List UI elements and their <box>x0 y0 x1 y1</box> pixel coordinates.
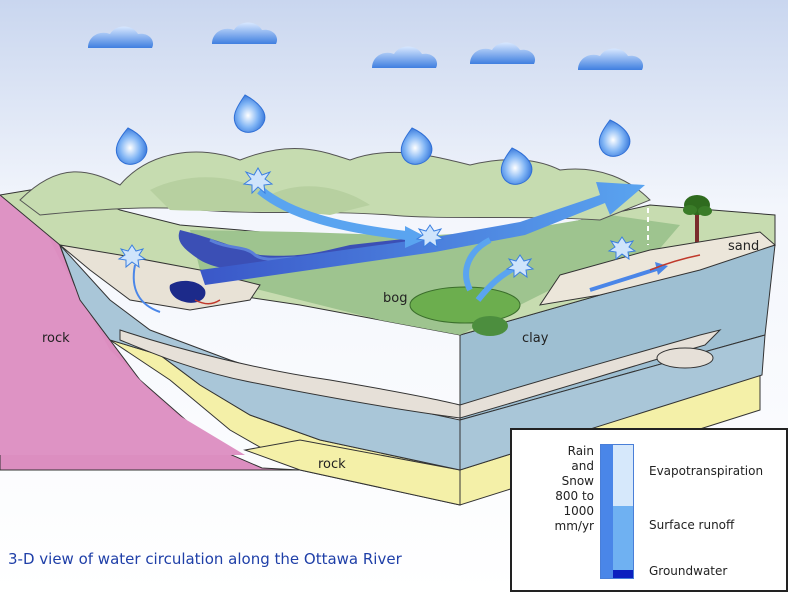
bar-evapotranspiration <box>613 445 633 507</box>
label-rock-left: rock <box>42 331 70 346</box>
valley-floor <box>190 215 680 335</box>
water-budget-bar <box>600 444 634 579</box>
tree-icon <box>683 195 712 242</box>
sand-pocket <box>656 347 714 369</box>
river-channel <box>178 230 430 272</box>
runoff-arrow-2 <box>463 237 492 292</box>
legend-input-label: Rain and Snow 800 to 1000 mm/yr <box>524 444 594 534</box>
hills-shadow <box>150 177 370 215</box>
runoff-arrow-1 <box>257 186 411 241</box>
sand-terrace-left <box>58 244 261 311</box>
legend-input-line: mm/yr <box>554 519 594 533</box>
legend-input-line: 800 to <box>555 489 594 503</box>
bar-surface-runoff <box>613 506 633 570</box>
legend-evapotranspiration: Evapotranspiration <box>649 464 764 478</box>
label-clay: clay <box>522 331 549 346</box>
red-flow-arrow-right <box>649 254 701 271</box>
diagram-caption: 3-D view of water circulation along the … <box>8 550 402 568</box>
bog-area <box>409 286 521 324</box>
groundwater-arrow-left <box>132 264 161 313</box>
water-budget-legend: Rain and Snow 800 to 1000 mm/yr Evapotra… <box>510 428 788 592</box>
bar-groundwater <box>613 570 633 578</box>
lake <box>169 280 206 303</box>
cloud-icon <box>88 22 644 70</box>
evaporation-star-icon <box>117 166 637 279</box>
label-rock-bottom: rock <box>318 457 346 472</box>
groundwater-arrow-right <box>589 266 661 292</box>
main-flow-arrow <box>200 182 645 285</box>
legend-groundwater: Groundwater <box>649 564 728 578</box>
clay-layer-front <box>59 244 461 471</box>
red-flow-arrow-left <box>194 299 221 305</box>
raindrop-icon <box>115 94 631 185</box>
bar-precipitation <box>601 445 613 578</box>
bog-lower <box>472 316 508 336</box>
sand-lens-side <box>459 329 722 419</box>
runoff-arrowhead-1 <box>405 226 428 248</box>
legend-input-line: Snow <box>561 474 594 488</box>
label-bog: bog <box>383 291 407 306</box>
rock-face-left-body <box>0 195 245 455</box>
label-sand: sand <box>728 239 759 254</box>
legend-input-line: 1000 <box>563 504 594 518</box>
legend-surface-runoff: Surface runoff <box>649 518 735 532</box>
legend-input-line: Rain <box>567 444 594 458</box>
legend-input-line: and <box>571 459 594 473</box>
